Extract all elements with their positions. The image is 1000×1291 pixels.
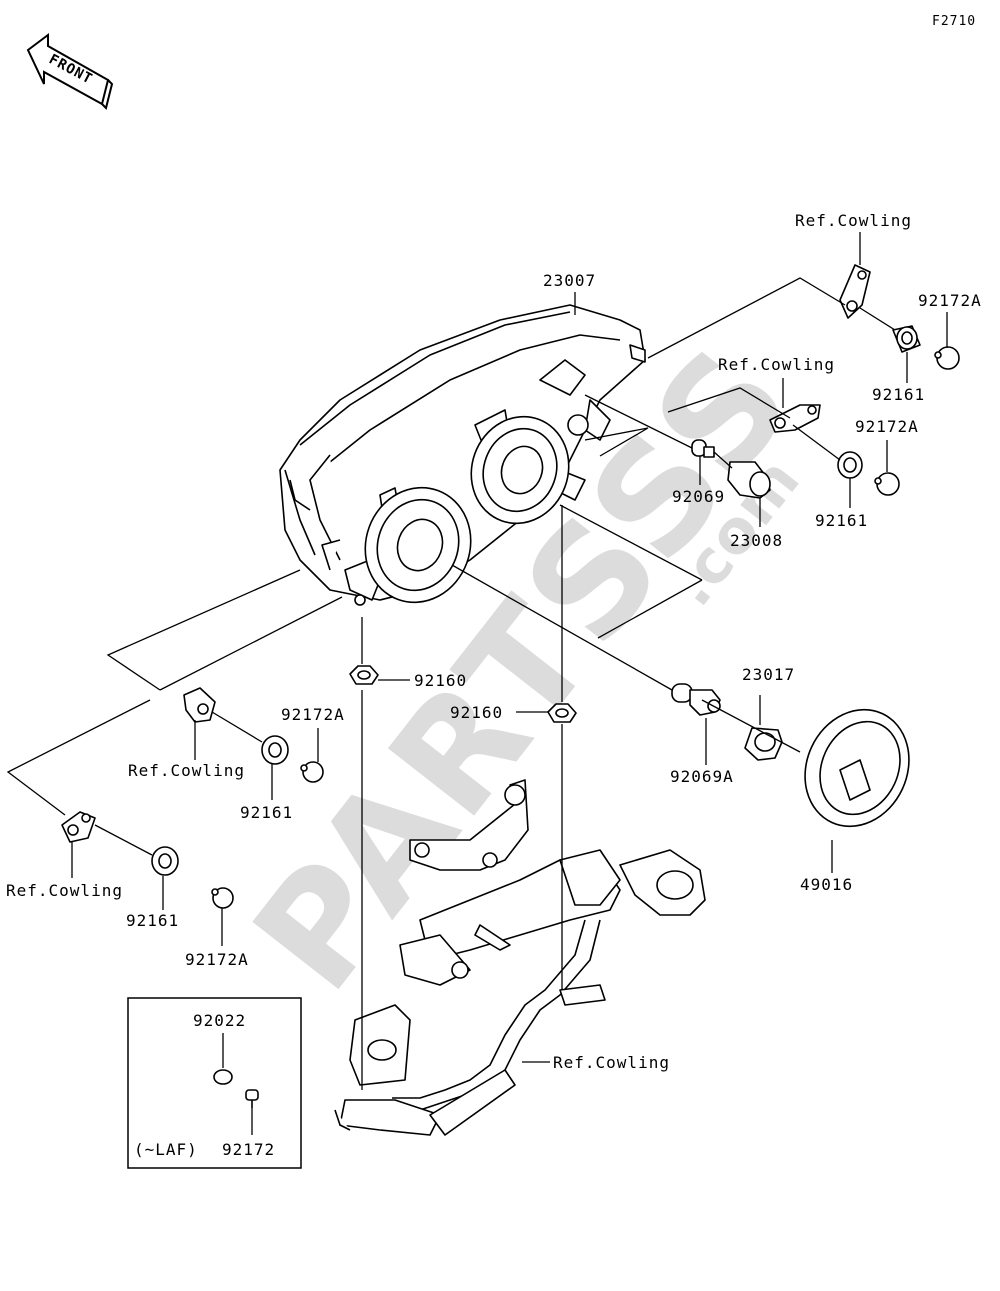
socket-23008 <box>727 461 771 499</box>
bulb-92069a <box>671 683 721 716</box>
grommet-92160-right <box>547 703 577 723</box>
grommet-92161-left <box>261 735 289 765</box>
grommet-92161-mid <box>837 451 863 479</box>
bolt-92172a-left <box>300 761 324 783</box>
bolt-92172a-mid <box>874 472 900 496</box>
label-23017: 23017 <box>742 665 795 684</box>
front-arrow-icon: FRONT <box>26 33 114 110</box>
label-92172a-far: 92172A <box>185 950 249 969</box>
cowling-plate-far <box>61 811 96 843</box>
grommet-92160-left <box>349 665 379 685</box>
cowling-plate-left <box>183 687 216 723</box>
bolt-92172a-far <box>211 887 234 909</box>
label-92022: 92022 <box>193 1011 246 1030</box>
part-labels: 23007 Ref.Cowling 92172A 92161 Ref.Cowli… <box>6 211 982 1159</box>
label-23008: 23008 <box>730 531 783 550</box>
dust-cover-49016 <box>804 708 910 828</box>
grommet-92161-far <box>151 846 179 876</box>
label-92069: 92069 <box>672 487 725 506</box>
label-ref-cowling-left: Ref.Cowling <box>128 761 245 780</box>
washer-92022 <box>213 1069 233 1085</box>
leader-lines <box>6 232 948 1135</box>
label-92069a: 92069A <box>670 767 734 786</box>
grommet-92161-top <box>892 325 921 353</box>
label-92160-right: 92160 <box>450 703 503 722</box>
label-ref-cowling-bracket: Ref.Cowling <box>553 1053 670 1072</box>
label-92161-left: 92161 <box>240 803 293 822</box>
label-92172a-top: 92172A <box>918 291 982 310</box>
label-92161-top: 92161 <box>872 385 925 404</box>
label-49016: 49016 <box>800 875 853 894</box>
inset-note: (~LAF) <box>134 1140 198 1159</box>
label-ref-cowling-mid: Ref.Cowling <box>718 355 835 374</box>
label-92172: 92172 <box>222 1140 275 1159</box>
figure-code: F2710 <box>932 14 976 29</box>
label-92172a-left: 92172A <box>281 705 345 724</box>
headlight-assembly <box>279 304 646 606</box>
bolt-92172 <box>245 1089 259 1108</box>
socket-23017 <box>744 727 783 761</box>
label-92160-left: 92160 <box>414 671 467 690</box>
label-ref-cowling-far: Ref.Cowling <box>6 881 123 900</box>
label-92172a-mid: 92172A <box>855 417 919 436</box>
headlight-bracket <box>334 779 706 1136</box>
cowling-plate-mid <box>769 404 821 433</box>
cowling-plate-top <box>839 264 871 319</box>
label-92161-far: 92161 <box>126 911 179 930</box>
label-92161-mid: 92161 <box>815 511 868 530</box>
label-ref-cowling-top: Ref.Cowling <box>795 211 912 230</box>
inset-box <box>127 997 302 1169</box>
label-23007: 23007 <box>543 271 596 290</box>
bolt-92172a-top <box>934 346 960 370</box>
